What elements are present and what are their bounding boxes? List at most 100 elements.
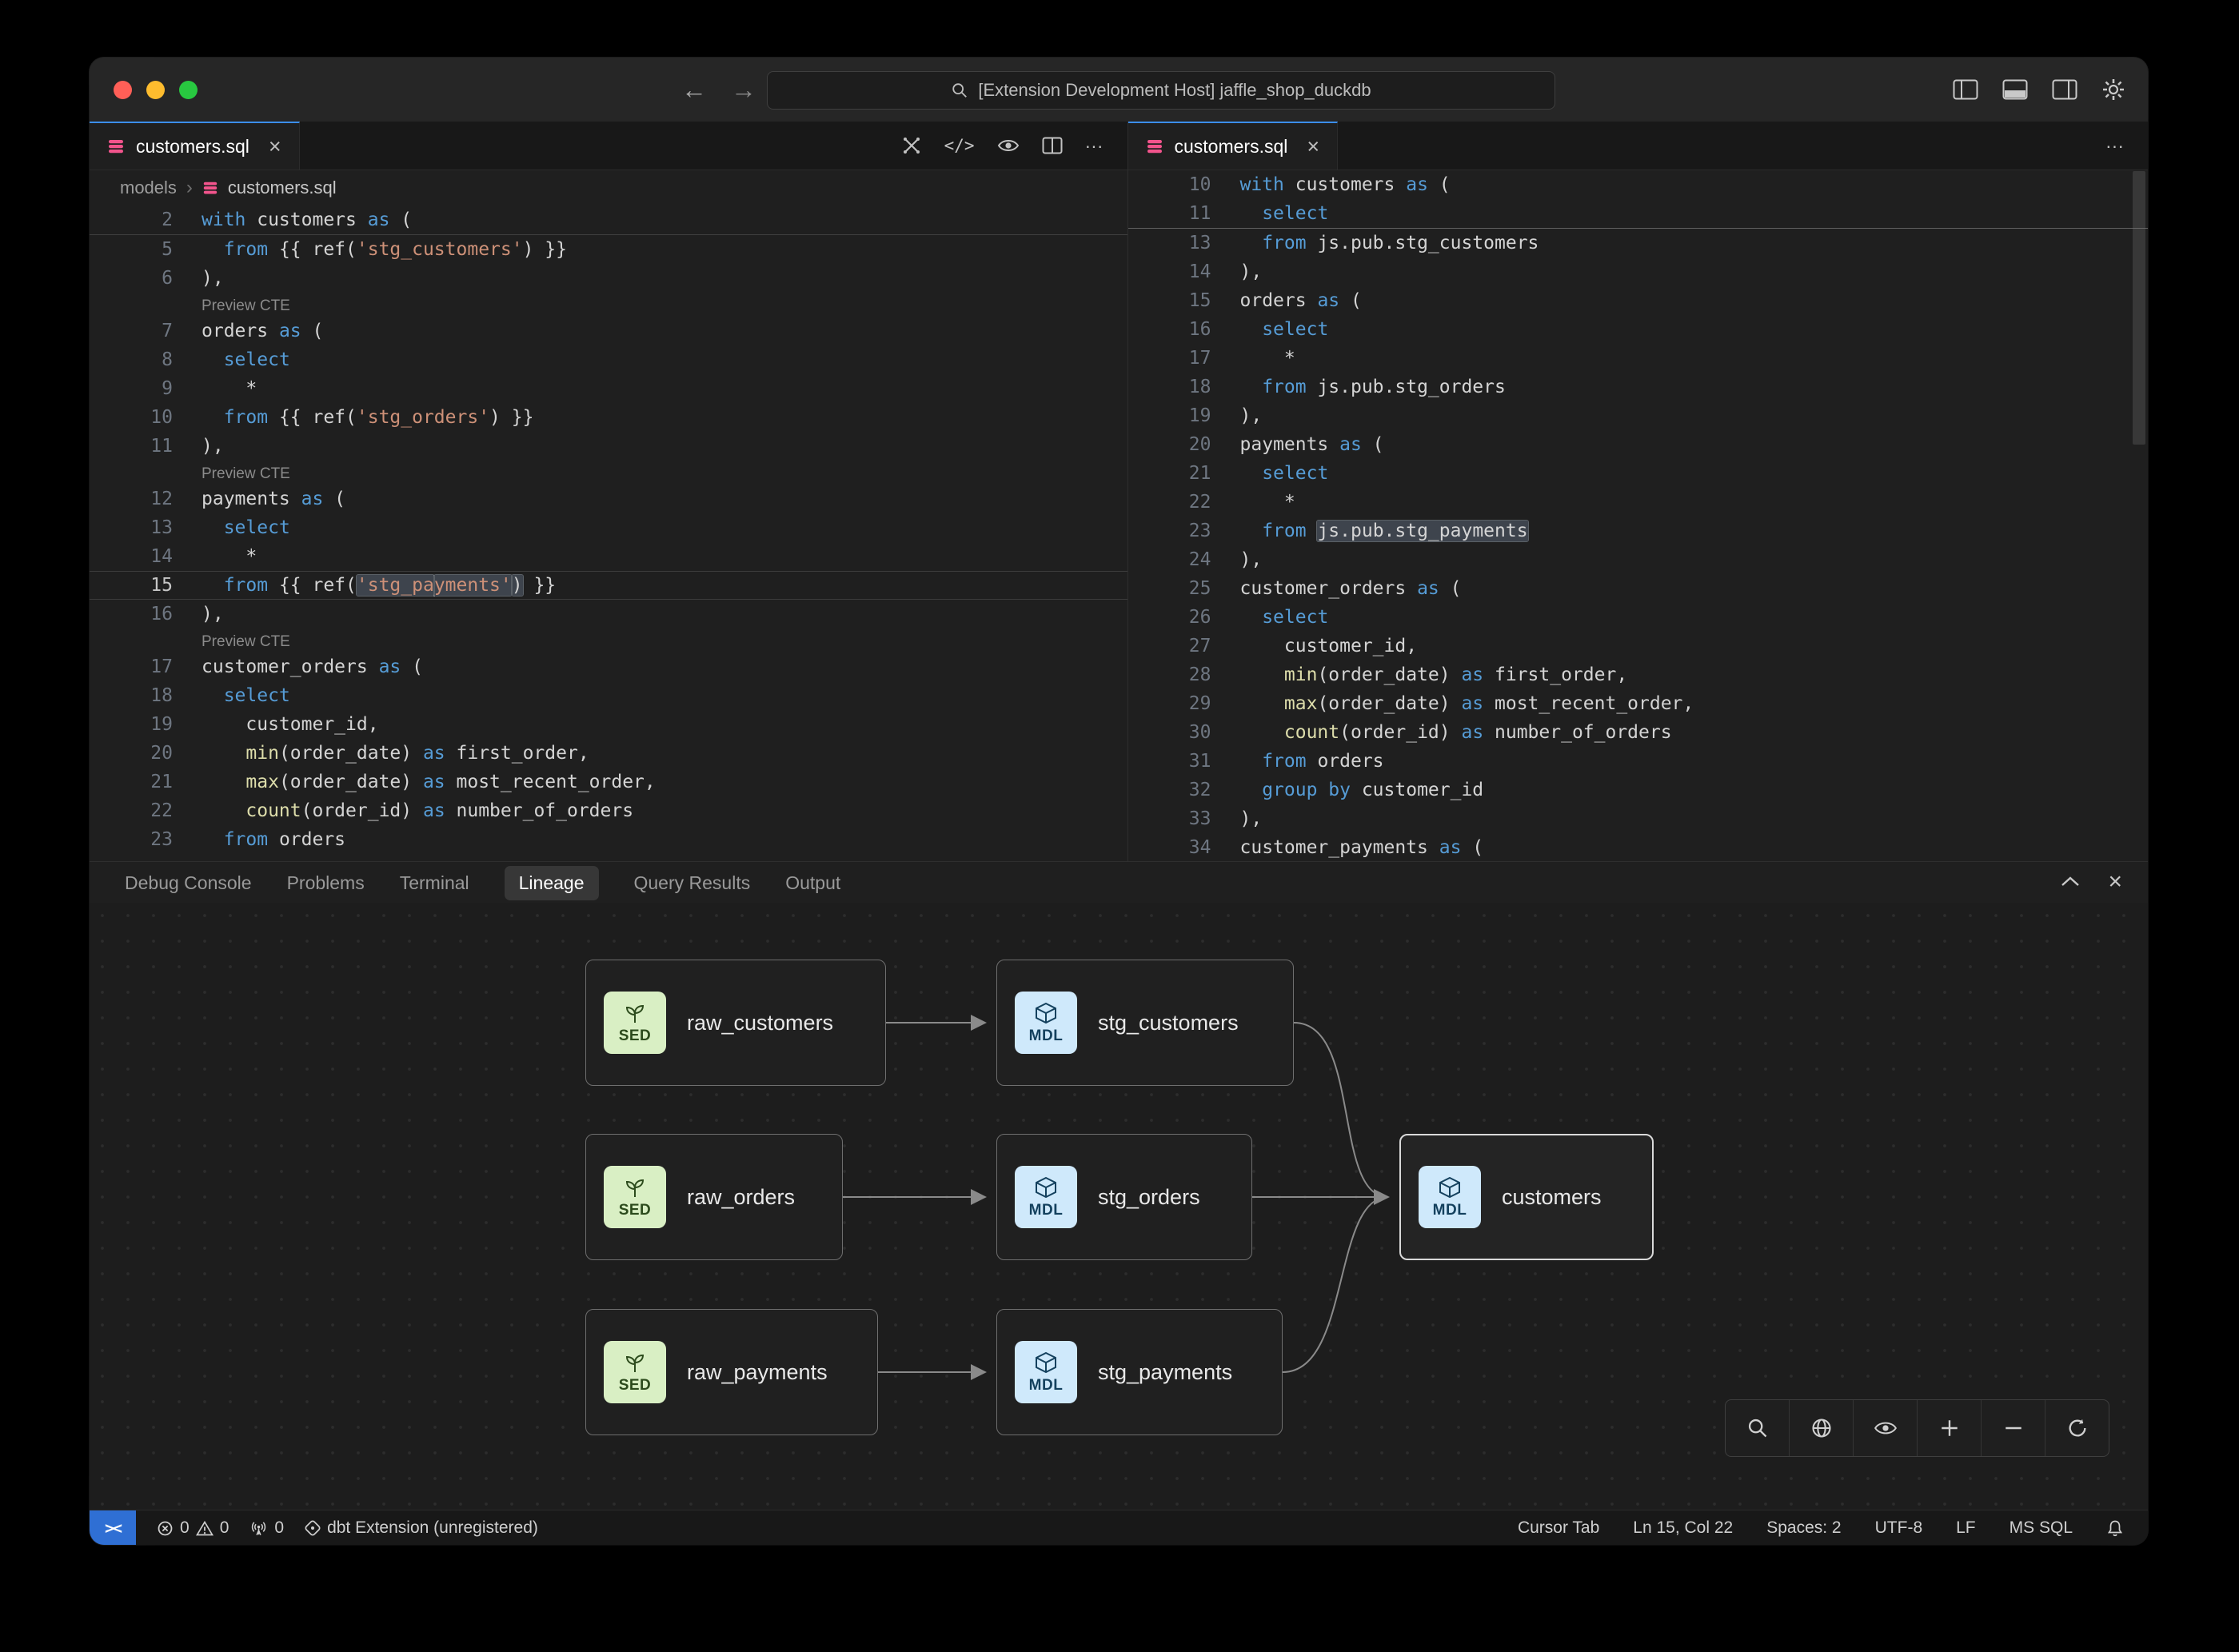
line-number (90, 461, 202, 485)
command-center-search[interactable]: [Extension Development Host] jaffle_shop… (767, 71, 1555, 110)
cursor-tab-status[interactable]: Cursor Tab (1517, 1518, 1600, 1537)
encoding-status[interactable]: UTF-8 (1874, 1518, 1923, 1537)
problems-status[interactable]: 0 0 (157, 1518, 229, 1538)
more-actions-icon[interactable]: ··· (1084, 134, 1104, 156)
zoom-out-icon[interactable] (1981, 1400, 2045, 1456)
line-number: 9 (162, 378, 173, 399)
line-number: 34 (1188, 837, 1211, 858)
breadcrumb[interactable]: models › customers.sql (90, 170, 1127, 206)
notifications-bell-icon[interactable] (2106, 1519, 2124, 1538)
split-editor-icon[interactable] (1042, 137, 1063, 154)
tab-customers-sql-right[interactable]: customers.sql × (1127, 122, 1339, 170)
indentation-status[interactable]: Spaces: 2 (1766, 1518, 1842, 1537)
tab-customers-sql-left[interactable]: customers.sql × (90, 122, 300, 170)
line-number (90, 628, 202, 652)
toggle-secondary-sidebar-icon[interactable] (2052, 79, 2077, 100)
chevron-right-icon: › (186, 177, 193, 198)
compile-sql-icon[interactable] (901, 135, 922, 156)
line-number: 19 (1188, 405, 1211, 426)
codelens-preview-cte[interactable]: Preview CTE (90, 293, 1127, 317)
line-number: 33 (1188, 808, 1211, 829)
maximize-window-button[interactable] (179, 81, 198, 99)
line-number: 22 (150, 800, 173, 821)
line-number: 10 (1188, 174, 1211, 195)
code-line: 5 from {{ ref('stg_customers') }} (90, 235, 1127, 264)
editor-group-left: customers.sql × </> ··· models › (90, 122, 1127, 862)
line-number: 25 (1188, 578, 1211, 599)
cursor-position-status[interactable]: Ln 15, Col 22 (1633, 1518, 1734, 1537)
line-number: 26 (1188, 607, 1211, 628)
code-line: 16 select (1128, 315, 2149, 344)
close-tab-icon[interactable]: × (268, 134, 281, 158)
error-icon (158, 1521, 173, 1535)
search-icon[interactable] (1726, 1400, 1789, 1456)
code-line: 15 from {{ ref('stg_payments') }} (90, 571, 1127, 600)
eye-icon[interactable] (1853, 1400, 1917, 1456)
preview-eye-icon[interactable] (997, 137, 1020, 154)
panel-tab-debug-console[interactable]: Debug Console (125, 872, 252, 893)
close-panel-icon[interactable]: × (2108, 868, 2122, 895)
more-actions-icon[interactable]: ··· (2105, 134, 2124, 156)
lineage-edges (843, 1015, 1390, 1380)
tab-bar-right: customers.sql × ··· (1127, 122, 2148, 170)
ports-status[interactable]: 0 (249, 1518, 284, 1538)
layout-globe-icon[interactable] (1789, 1400, 1853, 1456)
minimize-window-button[interactable] (146, 81, 165, 99)
breadcrumb-file[interactable]: customers.sql (227, 178, 337, 198)
show-compiled-code-icon[interactable]: </> (944, 136, 975, 155)
dbt-extension-status[interactable]: dbt Extension (unregistered) (305, 1518, 538, 1538)
refresh-icon[interactable] (2045, 1400, 2109, 1456)
node-label: raw_customers (687, 1010, 834, 1035)
panel-tab-query-results[interactable]: Query Results (633, 872, 751, 893)
toggle-primary-sidebar-icon[interactable] (1953, 79, 1978, 100)
close-window-button[interactable] (114, 81, 132, 99)
line-number: 30 (1188, 722, 1211, 743)
scrollbar-thumb[interactable] (2133, 171, 2145, 445)
maximize-panel-icon[interactable] (2060, 875, 2081, 889)
panel-tab-terminal[interactable]: Terminal (399, 872, 469, 893)
line-number: 17 (150, 656, 173, 677)
remote-indicator[interactable]: >< (90, 1510, 136, 1545)
codelens-preview-cte[interactable]: Preview CTE (90, 628, 1127, 652)
codelens-preview-cte[interactable]: Preview CTE (90, 461, 1127, 485)
panel-tab-output[interactable]: Output (785, 872, 841, 893)
line-number: 17 (1188, 348, 1211, 369)
line-number: 23 (150, 829, 173, 850)
toggle-panel-icon[interactable] (2002, 79, 2028, 100)
vscode-window: ← → [Extension Development Host] jaffle_… (90, 58, 2148, 1545)
model-icon: MDL (1015, 1166, 1077, 1228)
code-line: 9 * (90, 374, 1127, 403)
panel-tab-lineage[interactable]: Lineage (504, 865, 599, 900)
line-number: 22 (1188, 492, 1211, 513)
eol-status[interactable]: LF (1956, 1518, 1976, 1537)
line-number: 7 (162, 321, 173, 341)
close-tab-icon[interactable]: × (1307, 134, 1320, 158)
panel-tab-problems[interactable]: Problems (286, 872, 365, 893)
forward-icon[interactable]: → (731, 74, 756, 104)
code-line: 14), (1128, 257, 2149, 286)
language-mode-status[interactable]: MS SQL (2009, 1518, 2073, 1537)
line-number: 10 (150, 407, 173, 428)
line-number: 21 (1188, 463, 1211, 484)
line-number: 15 (1188, 290, 1211, 311)
settings-gear-icon[interactable] (2101, 78, 2125, 102)
breadcrumb-folder[interactable]: models (120, 178, 177, 198)
back-icon[interactable]: ← (681, 74, 707, 104)
tab-label: customers.sql (136, 135, 249, 157)
code-line: 22 count(order_id) as number_of_orders (90, 796, 1127, 825)
zoom-in-icon[interactable] (1917, 1400, 1981, 1456)
code-line: 32 group by customer_id (1128, 776, 2149, 804)
line-number: 18 (150, 685, 173, 706)
